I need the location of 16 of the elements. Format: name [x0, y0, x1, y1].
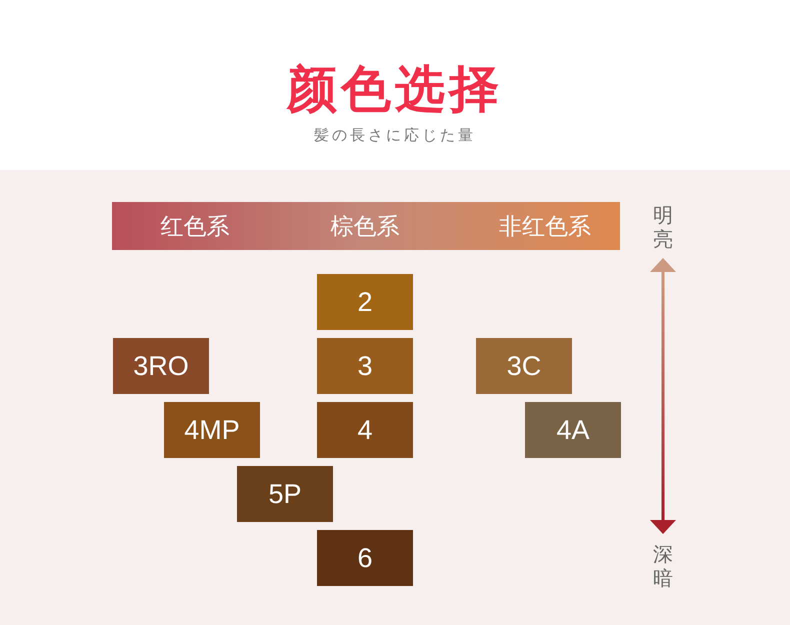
color-swatch: 3 [317, 338, 413, 394]
color-swatch: 4MP [164, 402, 260, 458]
scale-label: 明亮 [652, 203, 674, 251]
color-swatch: 5P [237, 466, 333, 522]
color-swatch: 6 [317, 530, 413, 586]
color-swatch: 3C [476, 338, 572, 394]
color-swatch: 4 [317, 402, 413, 458]
color-swatch: 2 [317, 274, 413, 330]
title: 颜色选择 [285, 59, 504, 120]
color-swatch: 4A [525, 402, 621, 458]
scale-label: 深暗 [652, 542, 674, 590]
subtitle: 髪の長さに応じた量 [313, 126, 477, 145]
color-swatch: 3RO [113, 338, 209, 394]
band-label: 红色系 [160, 213, 230, 242]
band-label: 非红色系 [498, 213, 592, 242]
band-label: 棕色系 [330, 213, 400, 242]
